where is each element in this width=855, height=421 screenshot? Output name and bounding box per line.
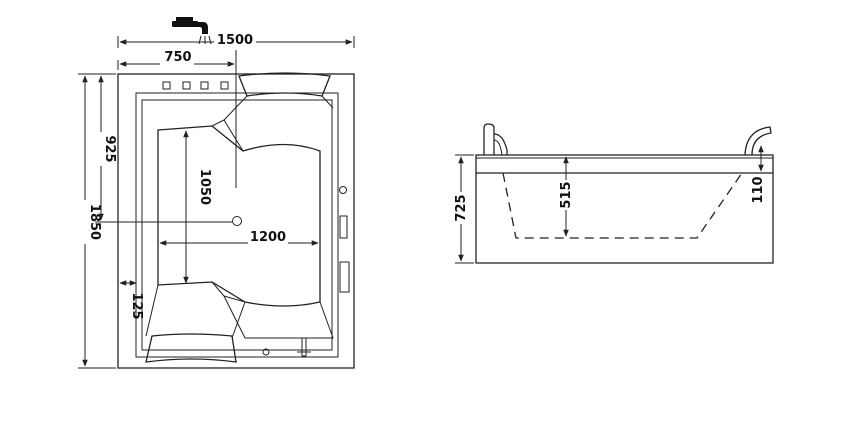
label-515: 515 [559,181,574,208]
side-view: 725 515 110 [454,123,774,264]
overflow [262,348,270,356]
label-110: 110 [751,176,766,203]
dim-height-overall: 725 [454,154,474,264]
dim-inner-width: 1200 [159,229,319,246]
basin-outline [157,125,321,307]
dim-rim-height: 110 [751,145,766,204]
dim-rim-offset: 125 [119,278,144,320]
tub-inner-rim [135,92,339,358]
label-125: 125 [129,292,144,319]
label-1200: 1200 [250,230,286,245]
label-750: 750 [164,50,191,65]
grab-rail-right [744,126,772,156]
dim-length-half: 925 [94,75,117,221]
label-1850: 1850 [87,204,102,240]
dim-depth: 515 [559,156,574,237]
label-725: 725 [454,194,469,221]
side-panel-2 [339,261,350,293]
top-view: 1500 750 1850 925 1050 [78,17,355,369]
control-buttons [162,81,229,90]
handle [301,337,307,357]
dim-width-half: 750 [117,50,235,70]
jet-right [339,186,347,194]
drain [232,216,242,226]
headrest-top [238,72,331,97]
dim-inner-length: 1050 [183,130,212,284]
label-925: 925 [102,135,117,162]
faucet-icon [172,17,212,45]
headrest-bottom [145,333,237,363]
dim-length-overall: 1850 [78,73,116,369]
side-panel-1 [339,215,348,239]
tub-body-side [475,154,774,264]
dim-width-overall: 1500 [117,32,355,48]
grab-rail-left [483,123,508,156]
label-1500: 1500 [217,33,253,48]
basin-profile [502,172,743,239]
label-1050: 1050 [197,169,212,205]
